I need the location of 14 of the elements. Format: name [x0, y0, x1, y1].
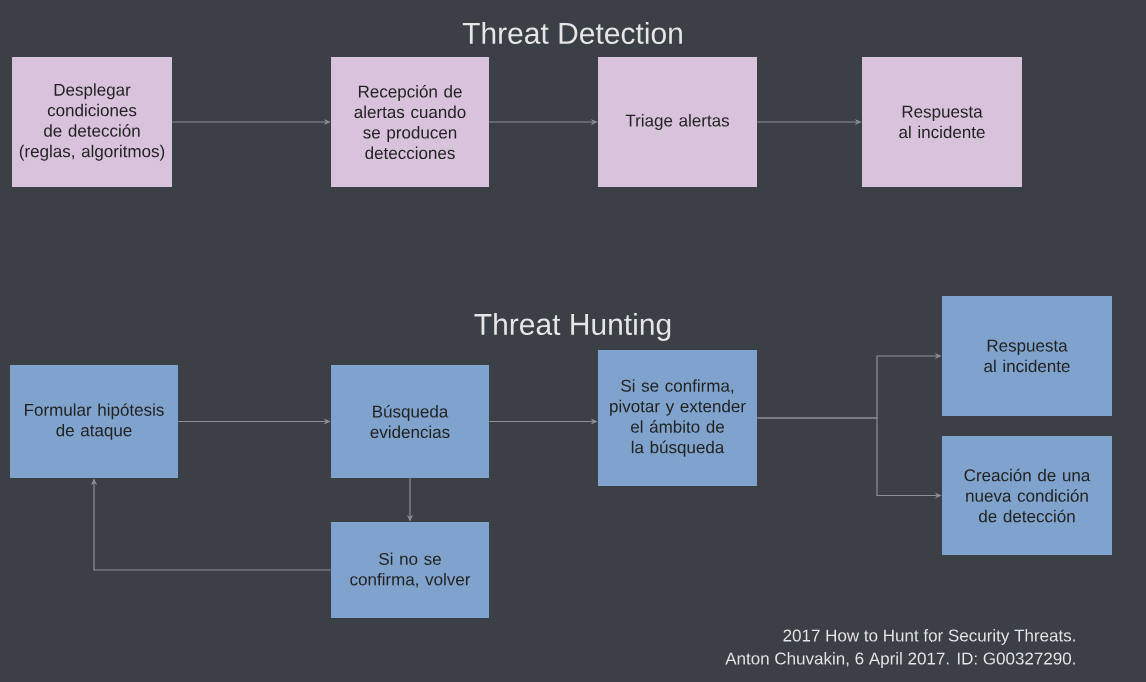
process-box: Si no se confirma, volver	[331, 522, 489, 618]
process-box: Triage alertas	[598, 57, 757, 187]
process-box: Desplegar condiciones de detección (reglas, algoritmos)	[12, 57, 172, 187]
process-box: Respuesta al incidente	[942, 296, 1112, 416]
process-box: Recepción de alertas cuando se producen detecciones	[331, 57, 489, 187]
section-heading: Threat Hunting	[474, 313, 671, 341]
citation: Anton Chuvakin, 6 April 2017. ID: G00327290.	[725, 652, 1075, 668]
title: Threat Detection	[462, 21, 682, 44]
citation: 2017 How to Hunt for Security Threats.	[783, 629, 1075, 645]
process-box: Búsqueda evidencias	[331, 365, 489, 478]
process-box: Creación de una nueva condición de detección	[942, 436, 1112, 555]
process-box: Si se confirma, pivotar y extender el ámbito de la búsqueda	[598, 350, 757, 486]
process-box: Respuesta al incidente	[862, 57, 1022, 187]
process-box: Formular hipótesis de ataque	[10, 365, 178, 478]
